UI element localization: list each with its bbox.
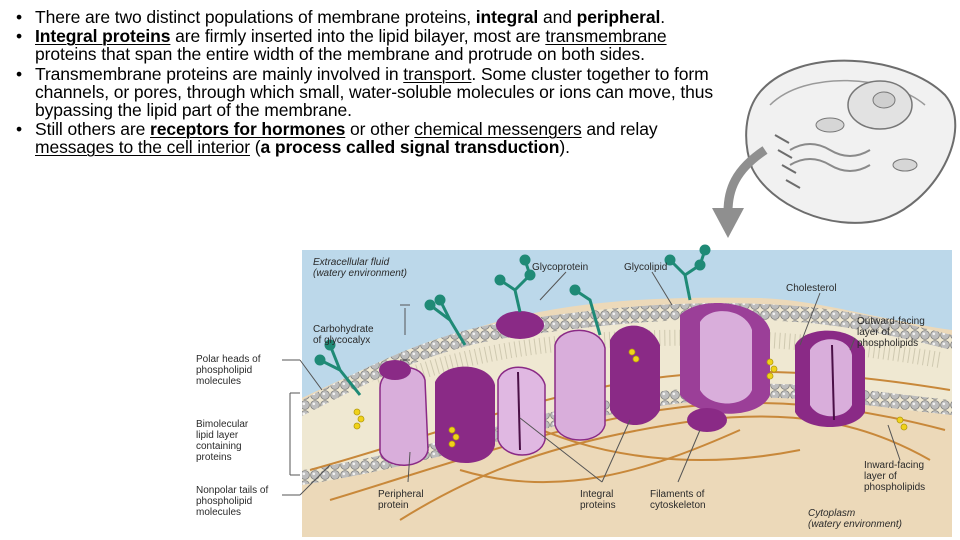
membrane-diagram: Extracellular fluid (watery environment)… [196,244,952,537]
text-run: receptors for hormones [150,119,346,140]
bullet-text: There are two distinct populations of me… [35,7,665,27]
label-filaments-2: cytoskeleton [650,500,706,511]
bullet-item: • Transmembrane proteins are mainly invol… [14,63,714,120]
label-cytoplasm-sub: (watery environment) [808,519,902,530]
text-run: Still others are [35,119,151,140]
label-polar-3: molecules [196,376,241,387]
label-carbohydrate-sub: of glycocalyx [313,335,370,346]
label-integral: Integral [580,489,613,500]
peripheral-protein-shape [687,408,727,432]
text-run: proteins that span the entire width of t… [35,44,645,65]
label-cytoplasm: Cytoplasm [808,508,855,519]
label-peripheral: Peripheral [378,489,424,500]
bullet-text: Still others are receptors for hormones … [35,119,658,158]
label-extracellular-sub: (watery environment) [313,268,407,279]
text-run: chemical messengers [414,119,582,140]
label-bimolecular-4: proteins [196,452,232,463]
label-polar: Polar heads of [196,354,261,365]
bullet-marker: • [16,119,23,140]
integral-proteins [379,303,865,466]
text-run: or other [345,119,415,140]
bullet-item: • There are two distinct populations of m… [14,8,714,26]
bullet-marker: • [16,26,23,47]
label-filaments: Filaments of [650,489,705,500]
text-run: messages to the cell interior [35,137,250,158]
bullet-item: • Integral proteins are firmly inserted i… [14,26,714,64]
text-run: There are two distinct populations of me… [35,7,476,27]
text-run: peripheral [576,7,661,27]
label-carbohydrate: Carbohydrate [313,324,374,335]
text-run: transport [403,63,472,84]
text-run: and [538,7,577,27]
cholesterol-molecules [353,348,908,448]
text-run: Integral proteins [35,26,171,47]
text-run: are firmly inserted into the lipid bilay… [170,26,546,47]
text-run: transmembrane [545,26,667,47]
label-outward-2: layer of [857,327,890,338]
text-run: ( [249,137,261,158]
leader-lines [282,271,901,496]
bullet-marker: • [16,63,23,84]
pointer-arrow [723,146,768,213]
text-run: Transmembrane proteins are mainly involv… [35,63,404,84]
label-glycoprotein: Glycoprotein [532,262,588,273]
text-run: ). [559,137,570,158]
label-bimolecular-3: containing [196,441,242,452]
label-outward-3: phospholipids [857,338,918,349]
outer-head-layer [302,303,952,416]
label-glycolipid: Glycolipid [624,262,667,273]
label-nonpolar: Nonpolar tails of [196,485,268,496]
label-inward-3: phospholipids [864,482,925,493]
label-integral-2: proteins [580,500,616,511]
text-run: a process called signal transduction [260,137,560,158]
bullet-text: Integral proteins are firmly inserted in… [35,26,667,64]
extracellular-region [302,250,952,398]
glycocalyx-chains [314,244,711,396]
bullet-item: • Still others are receptors for hormones… [14,119,714,158]
text-run: . [660,7,666,27]
text-run: . Some cluster together to form channels… [35,63,714,121]
cell-illustration [745,59,957,224]
label-outward: Outward-facing [857,316,925,327]
label-peripheral-2: protein [378,500,409,511]
label-cholesterol: Cholesterol [786,283,837,294]
label-polar-2: phospholipid [196,365,252,376]
bullet-text: Transmembrane proteins are mainly involv… [35,64,713,120]
pointer-arrowhead [712,208,744,238]
label-inward-2: layer of [864,471,897,482]
text-run: integral [475,7,539,27]
label-nonpolar-3: molecules [196,507,241,518]
label-bimolecular: Bimolecular [196,419,249,430]
label-extracellular: Extracellular fluid [313,257,390,268]
label-nonpolar-2: phospholipid [196,496,252,507]
bullet-marker: • [16,7,23,27]
text-run: and relay [581,119,658,140]
label-inward: Inward-facing [864,460,924,471]
bullet-list: • There are two distinct populations of m… [14,8,714,158]
label-bimolecular-2: lipid layer [196,430,239,441]
